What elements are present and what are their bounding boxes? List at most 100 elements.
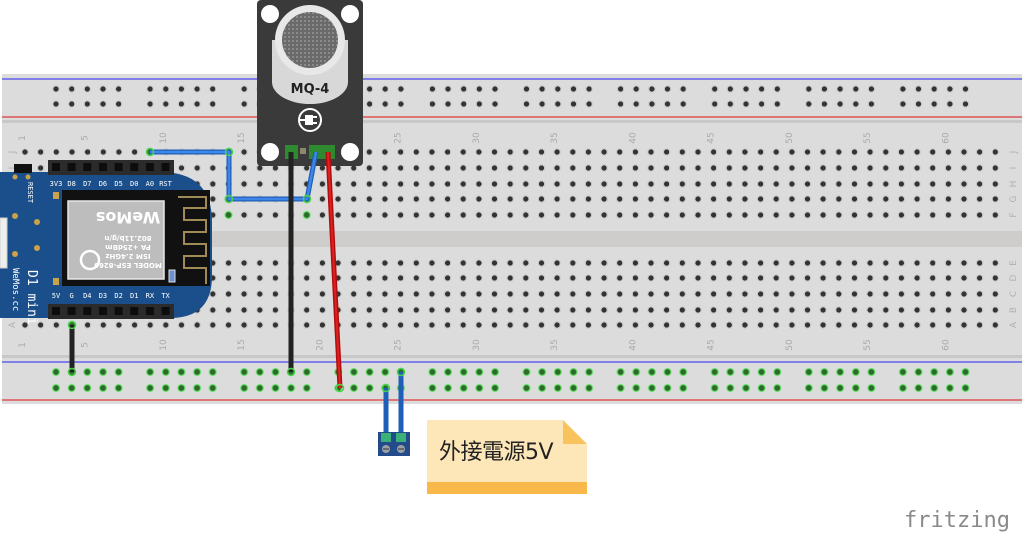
breadboard-hole[interactable] [850, 258, 859, 268]
header-pin[interactable] [145, 307, 154, 315]
breadboard-hole[interactable] [959, 147, 969, 157]
rail-hole[interactable] [772, 383, 782, 393]
breadboard-hole[interactable] [427, 258, 437, 268]
breadboard-hole[interactable] [302, 258, 312, 268]
rail-hole[interactable] [584, 367, 594, 377]
breadboard-hole[interactable] [881, 289, 891, 299]
breadboard-hole[interactable] [646, 210, 656, 220]
breadboard-hole[interactable] [787, 147, 797, 157]
breadboard-hole[interactable] [818, 258, 828, 268]
breadboard-hole[interactable] [490, 258, 499, 268]
breadboard-hole[interactable] [443, 179, 452, 189]
breadboard-hole[interactable] [850, 210, 859, 220]
rail-hole[interactable] [474, 383, 484, 393]
breadboard-hole[interactable] [944, 320, 953, 330]
breadboard-hole[interactable] [568, 258, 578, 268]
breadboard-hole[interactable] [177, 320, 186, 330]
breadboard-hole[interactable] [959, 305, 969, 315]
rail-hole[interactable] [725, 99, 735, 109]
breadboard-hole[interactable] [709, 163, 718, 173]
breadboard-hole[interactable] [271, 273, 280, 283]
breadboard-hole[interactable] [302, 320, 312, 330]
breadboard-hole[interactable] [411, 163, 421, 173]
breadboard-hole[interactable] [975, 210, 984, 220]
breadboard-hole[interactable] [944, 163, 953, 173]
breadboard-hole[interactable] [380, 147, 390, 157]
breadboard-hole[interactable] [709, 289, 718, 299]
breadboard-hole[interactable] [677, 273, 687, 283]
rail-hole[interactable] [584, 383, 594, 393]
breadboard-hole[interactable] [787, 179, 797, 189]
breadboard-hole[interactable] [944, 147, 953, 157]
rail-hole[interactable] [443, 367, 453, 377]
rail-hole[interactable] [161, 84, 171, 94]
breadboard-hole[interactable] [584, 273, 593, 283]
rail-hole[interactable] [804, 383, 814, 393]
breadboard-hole[interactable] [427, 273, 437, 283]
breadboard-hole[interactable] [693, 194, 703, 204]
breadboard-hole[interactable] [552, 194, 562, 204]
breadboard-hole[interactable] [568, 194, 578, 204]
breadboard-hole[interactable] [928, 320, 938, 330]
rail-hole[interactable] [521, 383, 532, 393]
rail-hole[interactable] [365, 84, 374, 94]
rail-hole[interactable] [663, 99, 672, 109]
breadboard-hole[interactable] [709, 210, 718, 220]
note[interactable]: 外接電源5V [427, 420, 587, 494]
breadboard-hole[interactable] [928, 305, 938, 315]
rail-hole[interactable] [772, 367, 782, 377]
breadboard-hole[interactable] [255, 273, 265, 283]
rail-hole[interactable] [490, 84, 500, 94]
rail-hole[interactable] [537, 383, 547, 393]
rail-hole[interactable] [913, 383, 924, 393]
rail-hole[interactable] [161, 99, 171, 109]
breadboard-hole[interactable] [505, 194, 515, 204]
breadboard-hole[interactable] [897, 210, 906, 220]
rail-hole[interactable] [804, 367, 814, 377]
breadboard-hole[interactable] [458, 194, 468, 204]
breadboard-hole[interactable] [474, 305, 484, 315]
breadboard-hole[interactable] [990, 258, 1000, 268]
breadboard-hole[interactable] [834, 258, 844, 268]
breadboard-hole[interactable] [208, 163, 218, 173]
breadboard-hole[interactable] [521, 210, 531, 220]
breadboard-hole[interactable] [396, 210, 405, 220]
breadboard-hole[interactable] [959, 289, 969, 299]
breadboard-hole[interactable] [646, 273, 656, 283]
breadboard-hole[interactable] [631, 320, 640, 330]
breadboard-hole[interactable] [850, 163, 859, 173]
breadboard-hole[interactable] [724, 194, 734, 204]
breadboard-hole[interactable] [740, 147, 750, 157]
breadboard-hole[interactable] [818, 147, 828, 157]
rail-hole[interactable] [380, 99, 390, 109]
breadboard-hole[interactable] [584, 179, 593, 189]
rail-hole[interactable] [678, 84, 688, 94]
breadboard-hole[interactable] [990, 305, 1000, 315]
breadboard-hole[interactable] [427, 163, 437, 173]
breadboard-hole[interactable] [975, 273, 984, 283]
breadboard-hole[interactable] [709, 194, 718, 204]
breadboard-hole[interactable] [881, 320, 891, 330]
breadboard-hole[interactable] [302, 210, 312, 220]
breadboard-hole[interactable] [944, 258, 953, 268]
rail-hole[interactable] [914, 84, 923, 94]
rail-hole[interactable] [568, 367, 579, 377]
pin-do[interactable] [300, 148, 306, 154]
rail-hole[interactable] [616, 367, 626, 377]
breadboard-hole[interactable] [411, 210, 421, 220]
breadboard-hole[interactable] [928, 210, 938, 220]
breadboard-hole[interactable] [51, 147, 61, 157]
breadboard-hole[interactable] [740, 289, 750, 299]
breadboard-hole[interactable] [834, 194, 844, 204]
wire-endpoint[interactable] [302, 194, 312, 204]
rail-hole[interactable] [474, 84, 484, 94]
breadboard-hole[interactable] [474, 194, 484, 204]
breadboard-hole[interactable] [521, 289, 531, 299]
breadboard-hole[interactable] [912, 179, 922, 189]
breadboard-hole[interactable] [693, 289, 703, 299]
breadboard-hole[interactable] [771, 273, 781, 283]
breadboard-hole[interactable] [662, 320, 671, 330]
rail-hole[interactable] [208, 99, 218, 109]
breadboard-hole[interactable] [912, 147, 922, 157]
rail-hole[interactable] [239, 383, 249, 393]
